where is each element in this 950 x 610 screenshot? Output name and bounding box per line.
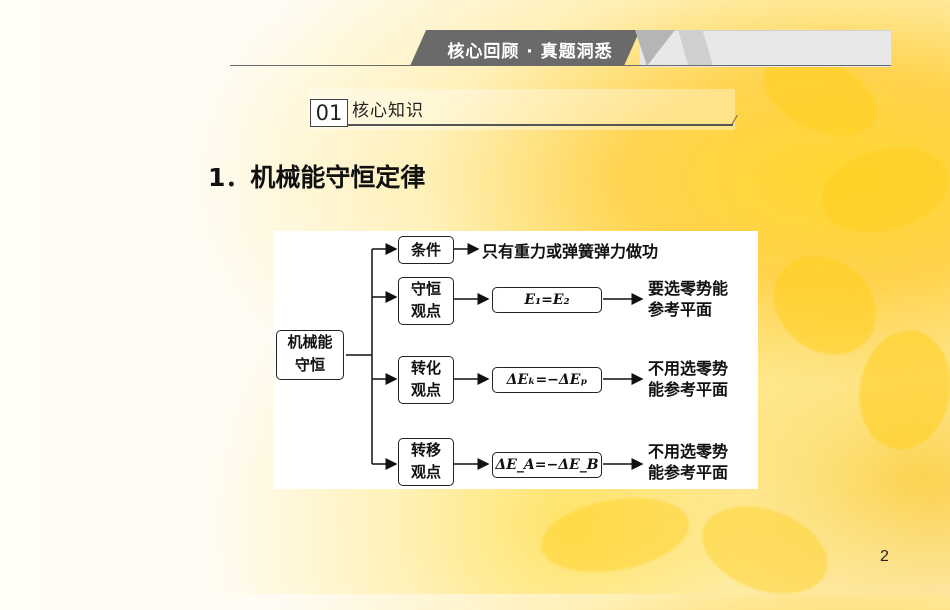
view-line2: 观点 — [410, 381, 441, 399]
header-banner: 核心回顾 · 真题洞悉 — [230, 30, 891, 67]
condition-label: 条件 — [410, 241, 441, 259]
note-line1: 要选零势能 — [648, 279, 729, 298]
view-line1: 转移 — [410, 441, 441, 459]
section-title: 核心知识 — [352, 101, 424, 121]
concept-diagram: 机械能 守恒 条件 只有重力或弹簧弹力做功 守恒 观点 E₁=E₂ 要选零势能 … — [274, 231, 758, 489]
view-node-transfer: 转移 观点 — [398, 438, 454, 486]
view-line2: 观点 — [410, 302, 441, 320]
flower-petal — [850, 323, 950, 457]
view-node-transformation: 转化 观点 — [398, 356, 454, 404]
formula-transformation: ΔEₖ=−ΔEₚ — [492, 367, 602, 393]
note-line2: 能参考平面 — [648, 463, 729, 482]
page-heading: 1．机械能守恒定律 — [208, 163, 426, 192]
note-line1: 不用选零势 — [648, 359, 729, 378]
diagram-connectors — [346, 243, 644, 470]
root-line1: 机械能 — [287, 333, 333, 351]
root-line2: 守恒 — [294, 356, 325, 374]
note-line1: 不用选零势 — [648, 442, 729, 461]
condition-node: 条件 — [398, 236, 454, 264]
section-label: 01 核心知识 — [308, 89, 738, 130]
flower-petal — [690, 490, 840, 610]
note-transformation: 不用选零势 能参考平面 — [648, 358, 728, 400]
view-node-conservation: 守恒 观点 — [398, 277, 454, 325]
section-number: 01 — [310, 99, 348, 127]
page-number: 2 — [880, 548, 889, 565]
banner-tab — [410, 30, 640, 66]
formula-conservation: E₁=E₂ — [492, 287, 602, 313]
view-line1: 守恒 — [410, 280, 441, 298]
root-node: 机械能 守恒 — [276, 330, 344, 380]
note-line2: 参考平面 — [648, 300, 713, 319]
note-line2: 能参考平面 — [648, 380, 729, 399]
flower-petal — [535, 487, 695, 583]
view-line1: 转化 — [410, 359, 441, 377]
banner-title: 核心回顾 · 真题洞悉 — [447, 42, 613, 62]
flower-petal — [811, 134, 950, 246]
condition-text: 只有重力或弹簧弹力做功 — [482, 242, 659, 261]
banner-divider — [230, 65, 891, 66]
formula-transfer: ΔE_A=−ΔE_B — [492, 452, 602, 478]
view-line2: 观点 — [410, 463, 441, 481]
note-transfer: 不用选零势 能参考平面 — [648, 441, 728, 483]
note-conservation: 要选零势能 参考平面 — [648, 278, 728, 320]
